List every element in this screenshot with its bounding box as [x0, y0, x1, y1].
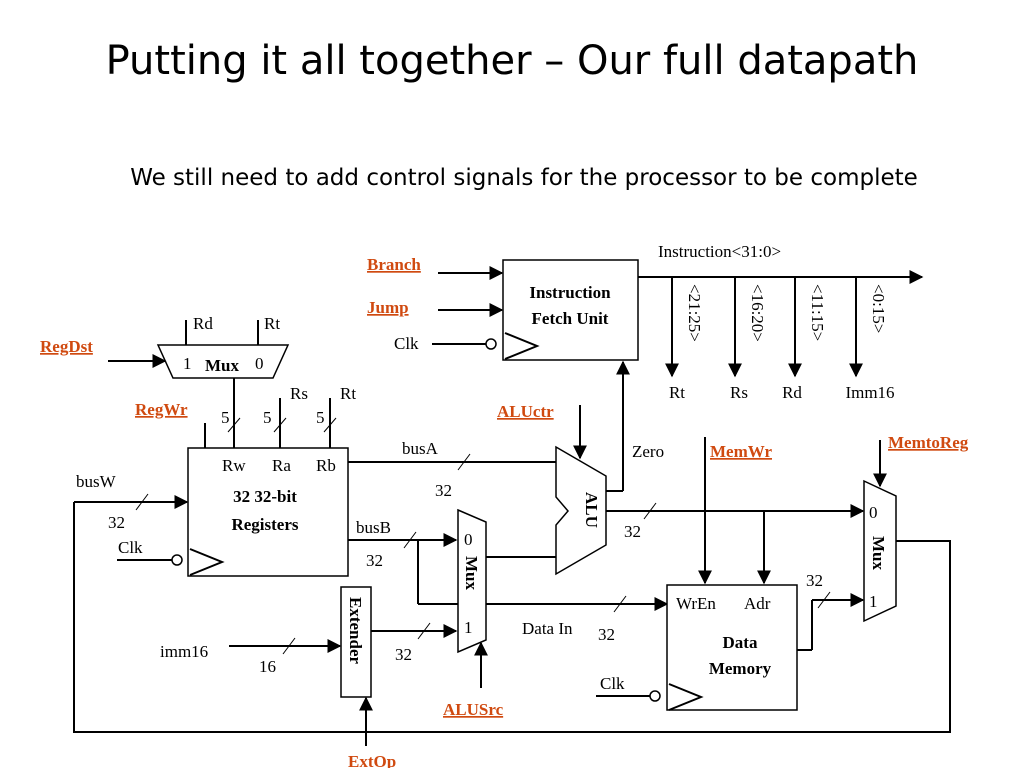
ifu-clk-bubble [485, 338, 497, 350]
memory-wren-port: WrEn [676, 594, 716, 613]
field-label-11-15: <11:15> [808, 284, 827, 341]
data-memory [666, 584, 798, 711]
memtoreg-mux [863, 479, 897, 623]
regdst-mux-label: Mux [205, 356, 240, 375]
data-memory-label-line2: Memory [709, 659, 772, 678]
memory-clock-triangle [668, 683, 704, 711]
busw-label: busW [76, 472, 117, 491]
memory-out-width: 32 [806, 571, 823, 590]
imm16-width: 16 [259, 657, 276, 676]
regdst-mux-in1: 1 [183, 354, 192, 373]
memory-out-width-tick [817, 591, 831, 609]
ra-width-tick [273, 417, 287, 433]
alusrc-mux-in1: 1 [464, 618, 473, 637]
busa-width: 32 [435, 481, 452, 500]
memwr-signal: MemWr [710, 442, 772, 461]
register-clock-triangle [189, 548, 225, 576]
field-output-rs: Rs [730, 383, 748, 402]
memtoreg-mux-in1: 1 [869, 592, 878, 611]
rw-width-tick [227, 417, 241, 433]
busw-width-tick [135, 493, 149, 511]
memory-clk-bubble [649, 690, 661, 702]
memory-clk-label: Clk [600, 674, 625, 693]
alusrc-mux-label: Mux [462, 556, 481, 591]
regdst-mux-in0: 0 [255, 354, 264, 373]
alu-out-width-tick [643, 502, 657, 520]
ifu-clock-triangle [504, 332, 540, 360]
branch-signal: Branch [367, 255, 421, 274]
regdst-rt-label: Rt [264, 314, 280, 333]
alu [555, 445, 607, 576]
imm16-label: imm16 [160, 642, 208, 661]
field-label-21-25: <21:25> [685, 284, 704, 342]
ra-width: 5 [263, 408, 272, 427]
slide-title: Putting it all together – Our full datap… [105, 38, 919, 84]
reg-port-rw: Rw [222, 456, 246, 475]
register-file-label-line1: 32 32-bit [233, 487, 297, 506]
alusrc-signal: ALUSrc [443, 700, 504, 719]
busa-label: busA [402, 439, 439, 458]
register-clk-bubble [171, 554, 183, 566]
rb-width: 5 [316, 408, 325, 427]
rb-width-tick [323, 417, 337, 433]
data-memory-label-line1: Data [723, 633, 758, 652]
register-clk-label: Clk [118, 538, 143, 557]
imm16-width-tick [282, 637, 296, 655]
writeback-wire [73, 502, 951, 733]
alusrc-mux [457, 508, 487, 654]
data-in-label: Data In [522, 619, 573, 638]
ifu-clk-label: Clk [394, 334, 419, 353]
memtoreg-mux-in0: 0 [869, 503, 878, 522]
ifu-label-line2: Fetch Unit [532, 309, 609, 328]
aluctr-signal: ALUctr [497, 402, 554, 421]
busb-width: 32 [366, 551, 383, 570]
reg-rs-label: Rs [290, 384, 308, 403]
rw-width: 5 [221, 408, 230, 427]
extender-out-width: 32 [395, 645, 412, 664]
busa-width-tick [457, 453, 471, 471]
extender [340, 586, 372, 698]
regdst-rd-label: Rd [193, 314, 213, 333]
register-file [187, 447, 349, 577]
data-in-width-tick [613, 595, 627, 613]
regdst-mux [156, 344, 290, 379]
memtoreg-mux-label: Mux [869, 536, 888, 571]
extender-label: Extender [346, 597, 365, 665]
zero-label: Zero [632, 442, 664, 461]
register-file-label-line2: Registers [231, 515, 298, 534]
reg-port-ra: Ra [272, 456, 291, 475]
ifu-label-line1: Instruction [529, 283, 611, 302]
slide-subtitle: We still need to add control signals for… [130, 165, 918, 191]
busb-label: busB [356, 518, 391, 537]
jump-signal: Jump [367, 298, 409, 317]
field-output-rt: Rt [669, 383, 685, 402]
reg-rt-label: Rt [340, 384, 356, 403]
memory-adr-port: Adr [744, 594, 771, 613]
alu-out-width: 32 [624, 522, 641, 541]
alusrc-mux-in0: 0 [464, 530, 473, 549]
regwr-signal: RegWr [135, 400, 188, 419]
busb-width-tick [403, 531, 417, 549]
instruction-bus-label: Instruction<31:0> [658, 242, 781, 261]
field-output-imm16: Imm16 [845, 383, 894, 402]
extop-signal: ExtOp [348, 752, 396, 768]
field-output-rd: Rd [782, 383, 802, 402]
field-label-0-15: <0:15> [869, 284, 888, 333]
data-in-width: 32 [598, 625, 615, 644]
field-label-16-20: <16:20> [748, 284, 767, 342]
alu-label: ALU [582, 492, 601, 528]
busw-width: 32 [108, 513, 125, 532]
extender-out-width-tick [417, 622, 431, 640]
reg-port-rb: Rb [316, 456, 336, 475]
memtoreg-signal: MemtoReg [888, 433, 969, 452]
instruction-fetch-unit [502, 259, 639, 361]
regdst-signal: RegDst [40, 337, 93, 356]
